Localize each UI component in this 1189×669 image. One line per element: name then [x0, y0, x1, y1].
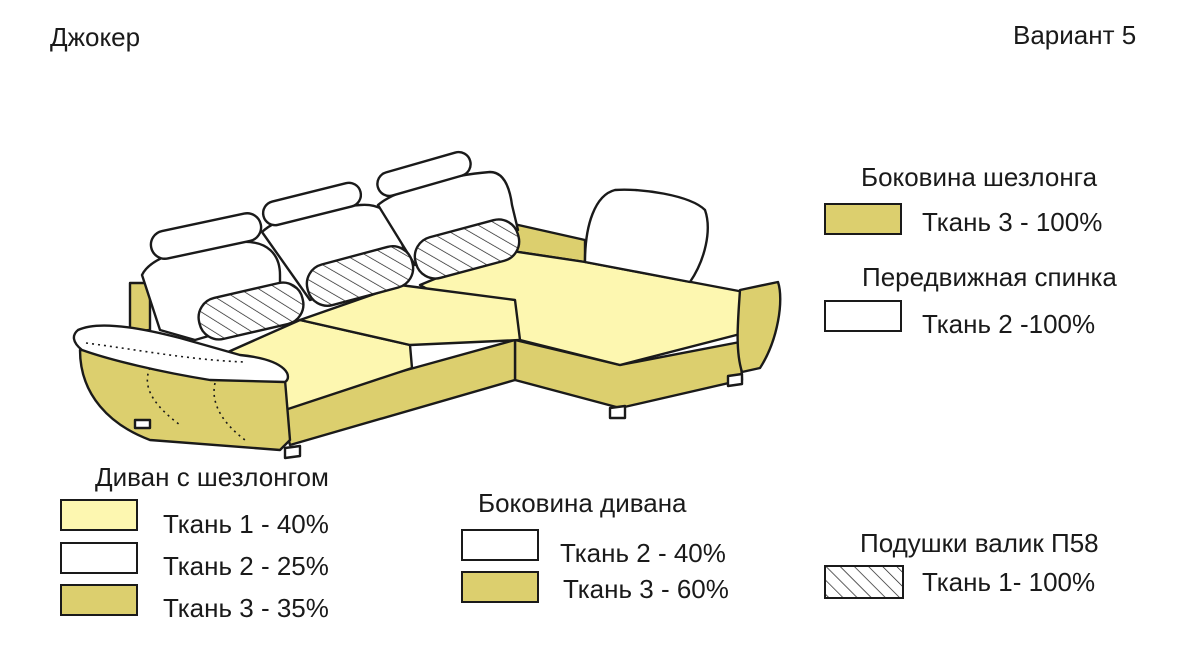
- armrest-top-cushion: [72, 324, 290, 384]
- legend-chaise-item-1: Ткань 3 - 100%: [922, 207, 1103, 237]
- legend-pillows-heading: Подушки валик П58: [860, 528, 1099, 558]
- chaise-leg-side: [726, 372, 744, 388]
- swatch-chaise-fabric3: [824, 203, 902, 235]
- swatch-side-fabric2: [461, 529, 539, 561]
- legend-side-item-1: Ткань 2 - 40%: [560, 538, 726, 568]
- headrest-roll-left: [149, 212, 263, 260]
- legend-side-heading: Боковина дивана: [478, 488, 687, 518]
- chaise-side-armrest: [736, 280, 782, 374]
- armrest-stitch-left: [146, 367, 181, 426]
- legend-pillows-item-1: Ткань 1- 100%: [922, 567, 1096, 597]
- pillow-middle: [305, 245, 415, 307]
- sofa-leg-left: [133, 418, 152, 430]
- swatch-fabric1: [60, 499, 138, 531]
- swatch-back-fabric2: [824, 300, 902, 332]
- model-name: Джокер: [50, 22, 141, 52]
- legend-side-item-2: Ткань 3 - 60%: [563, 574, 729, 604]
- armrest-stitch-right: [213, 382, 246, 441]
- swatch-side-fabric3: [461, 571, 539, 603]
- swatch-fabric3: [60, 584, 138, 616]
- legend-back-item-1: Ткань 2 -100%: [922, 309, 1096, 339]
- pillow-left: [197, 281, 305, 341]
- legend-sofa-item-2: Ткань 2 - 25%: [163, 551, 329, 581]
- sofa-leg-front: [283, 444, 302, 460]
- variant-label: Вариант 5: [1013, 20, 1137, 50]
- legend-sofa-item-3: Ткань 3 - 35%: [163, 593, 329, 623]
- headrest-roll-right: [376, 150, 472, 198]
- legend-sofa-item-1: Ткань 1 - 40%: [163, 509, 329, 539]
- chaise-leg-front: [608, 404, 627, 420]
- pillow-right: [413, 218, 521, 280]
- chaise-movable-back: [583, 188, 709, 284]
- headrest-roll-middle: [261, 181, 363, 227]
- legend-chaise-heading: Боковина шезлонга: [861, 162, 1098, 192]
- swatch-fabric2: [60, 542, 138, 574]
- swatch-hatched: [824, 565, 904, 599]
- armrest-stitch-top: [85, 342, 246, 363]
- legend-sofa-heading: Диван с шезлонгом: [95, 462, 329, 492]
- legend-back-heading: Передвижная спинка: [862, 262, 1117, 292]
